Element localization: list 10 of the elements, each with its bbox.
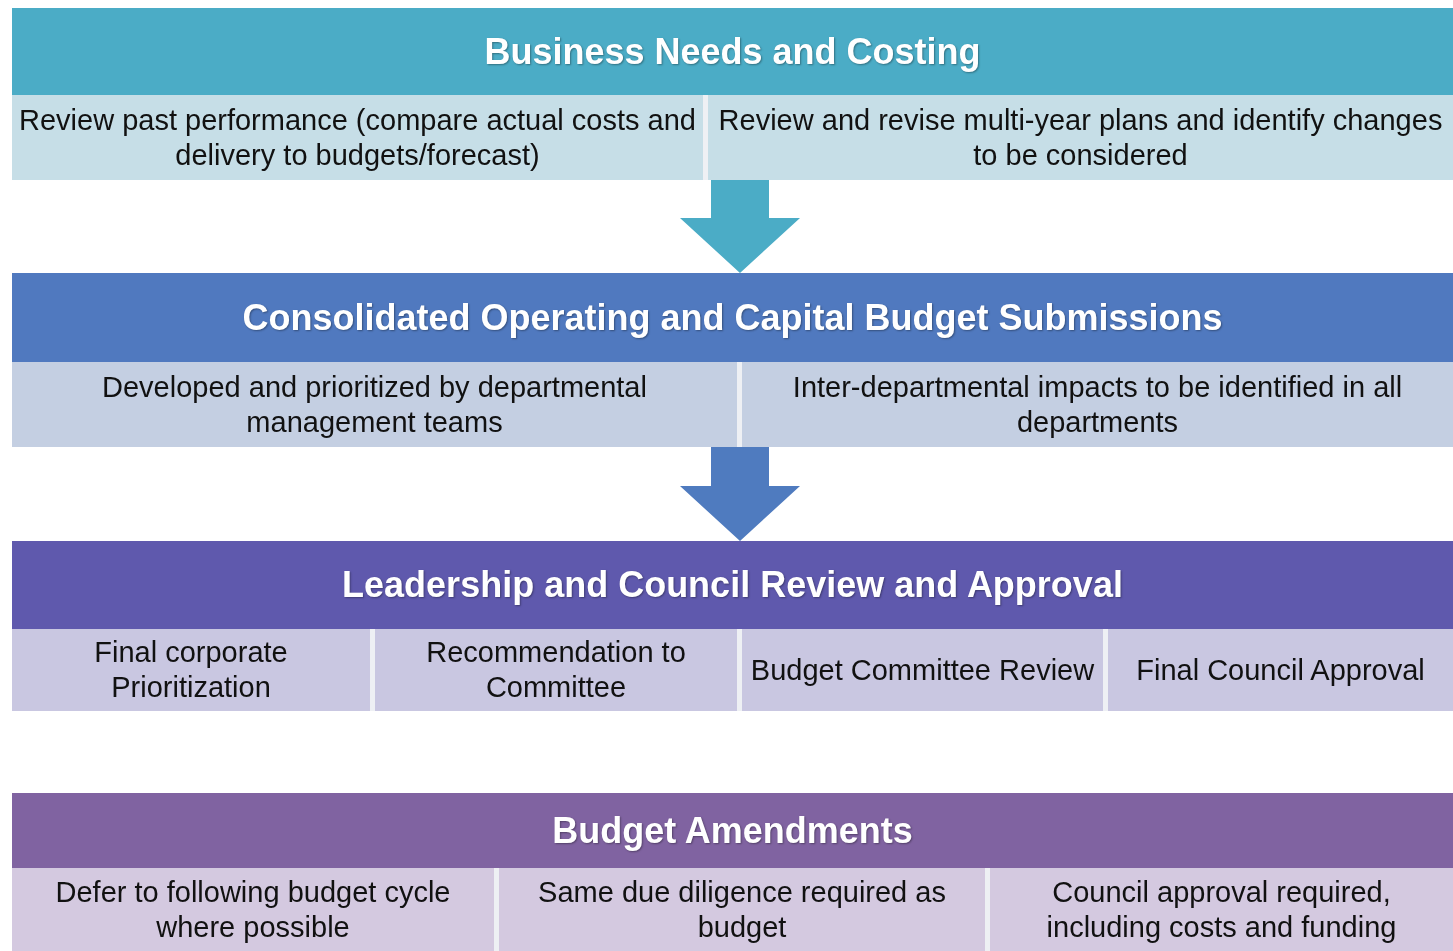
block-arrow [680, 447, 800, 541]
section-heading: Budget Amendments [12, 793, 1453, 868]
block-arrow [680, 180, 800, 273]
section-panel [12, 541, 1453, 711]
section-panel [12, 8, 1453, 180]
section-heading: Business Needs and Costing [12, 8, 1453, 95]
section-panel [12, 793, 1453, 951]
section-heading: Consolidated Operating and Capital Budget Submissions [12, 273, 1453, 362]
section-panel [12, 273, 1453, 447]
section-heading: Leadership and Council Review and Approval [12, 541, 1453, 629]
